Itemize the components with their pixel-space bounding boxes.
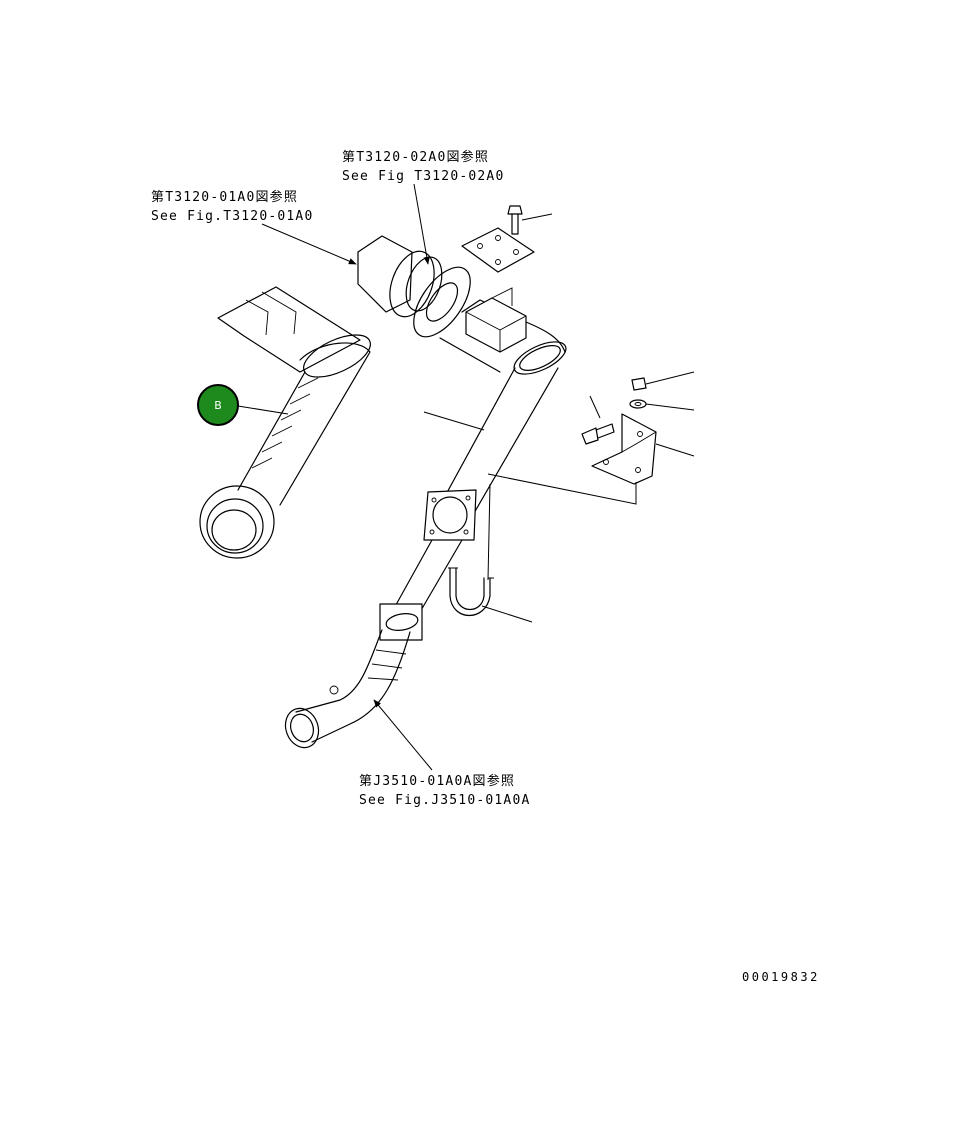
ref-label-jp: 第T3120-02A0図参照 bbox=[342, 150, 490, 165]
ref-label-jp: 第J3510-01A0A図参照 bbox=[359, 774, 516, 789]
ref-label-jp: 第T3120-01A0図参照 bbox=[151, 190, 299, 205]
ref-label-t3120-02a0: 第T3120-02A0図参照 See Fig T3120-02A0 bbox=[342, 148, 504, 186]
callout-b-text: B bbox=[214, 398, 222, 412]
u-bolt bbox=[448, 567, 494, 617]
ref-label-en: See Fig T3120-02A0 bbox=[342, 169, 505, 184]
lower-bent-pipe bbox=[284, 539, 463, 749]
ref-label-en: See Fig.T3120-01A0 bbox=[151, 209, 314, 224]
ref-label-t3120-01a0: 第T3120-01A0図参照 See Fig.T3120-01A0 bbox=[151, 188, 313, 226]
main-exhaust-pipe bbox=[423, 205, 567, 541]
turbo-outlet-flange bbox=[357, 235, 471, 338]
muffler-pipe-assembly bbox=[199, 286, 371, 559]
leader-lines bbox=[237, 183, 695, 771]
ref-label-j3510-01a0a: 第J3510-01A0A図参照 See Fig.J3510-01A0A bbox=[359, 772, 531, 810]
ref-label-en: See Fig.J3510-01A0A bbox=[359, 793, 531, 808]
bracket-hardware bbox=[581, 377, 657, 485]
callout-b-marker[interactable]: B bbox=[197, 384, 239, 426]
drawing-number: 00019832 bbox=[742, 970, 820, 984]
